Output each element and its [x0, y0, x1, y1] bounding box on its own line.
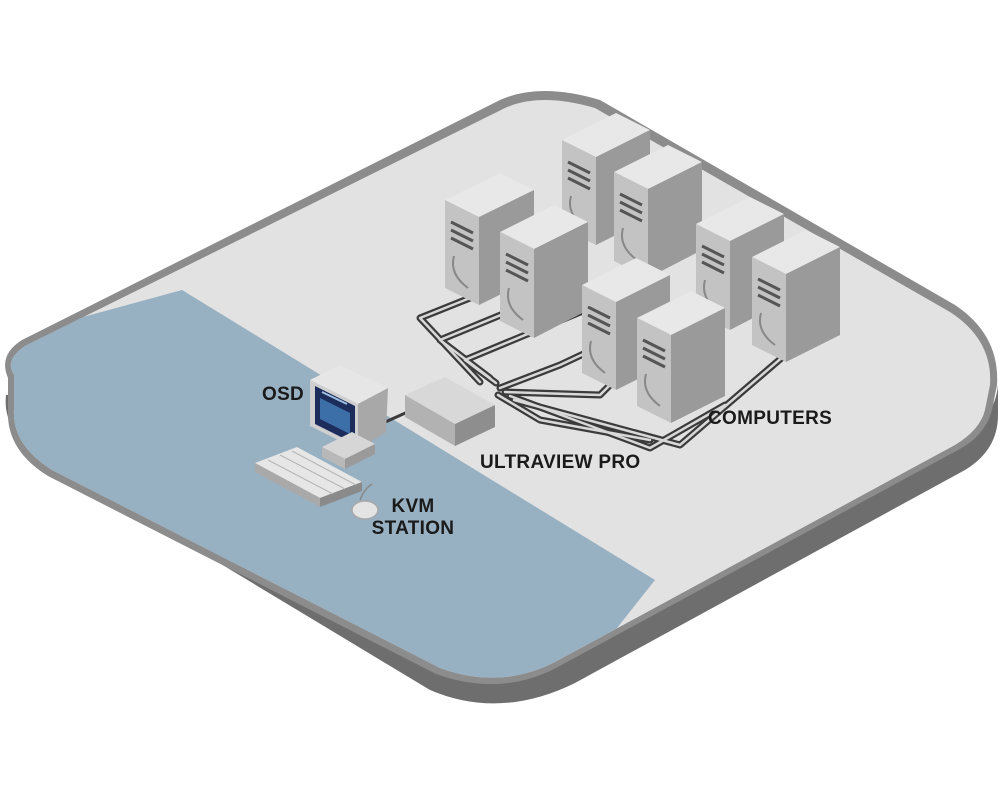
platform-shadow-edge	[5, 385, 999, 704]
monitor-icon	[310, 365, 388, 469]
ultraview-pro-label: ULTRAVIEW PRO	[480, 452, 641, 473]
server-tower-icon	[500, 205, 588, 338]
kvm-station-label: KVM STATION	[368, 496, 458, 540]
mouse-icon	[351, 483, 379, 520]
kvm-station-label-line1: KVM	[391, 496, 435, 517]
keyboard-icon	[255, 447, 362, 507]
server-tower-icon	[752, 230, 840, 362]
computers-label: COMPUTERS	[708, 408, 833, 429]
osd-label: OSD	[262, 384, 305, 405]
computers-group	[445, 113, 840, 423]
kvm-switch-icon	[405, 377, 495, 446]
kvm-station-label-line2: STATION	[371, 518, 455, 539]
kvm-station	[255, 365, 388, 520]
server-tower-icon	[614, 145, 702, 278]
server-tower-icon	[637, 291, 725, 423]
cables	[370, 294, 789, 452]
